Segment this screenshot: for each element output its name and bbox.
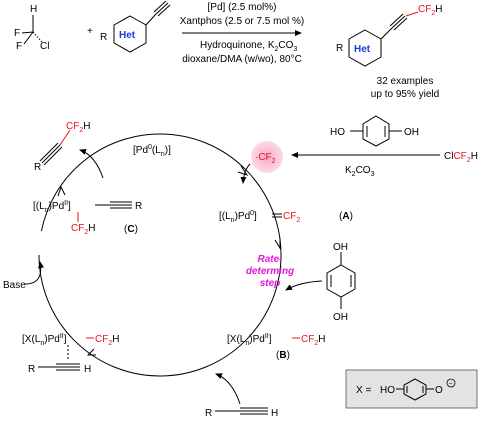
clcf2h-reagent: H F F Cl [14,4,49,52]
product-cf2h: CF2H [418,4,442,17]
intermediate-pi-complex: [X(Ln)PdII] [22,333,67,347]
pi-complex-h: H [84,364,91,375]
k2co3-base: K2CO3 [345,165,375,178]
intermediate-a: [(Ln)Pd0] [219,210,257,224]
alkyne-entry-arrow [215,373,241,405]
additive-condition: Hydroquinone, K2CO3 [200,40,297,53]
intermediate-c-label: (C) [124,224,138,235]
product-het-label: Het [354,44,371,55]
intermediate-b-label: (B) [276,350,290,361]
pi-complex-cf2h: CF2H [95,334,119,347]
radical-glow [251,141,283,173]
intermediate-c-r: R [135,201,142,212]
r-substituent-label: R [100,32,107,43]
base-arrow [24,261,45,285]
plus-sign: + [87,26,93,37]
intermediate-c-cf2h: CF2H [71,223,95,236]
incoming-alkyne: R H [205,407,278,419]
cycle-product-r: R [34,162,41,173]
reagent-f2: F [16,41,22,52]
het-arene-alkyne: R Het [100,0,171,53]
intermediate-c: [(Ln)PdII] [33,200,71,214]
x-equals-label: X = [356,385,371,396]
reagent-f1: F [14,28,20,39]
carbene-arrow [240,163,251,184]
intermediate-b: [X(Ln)PdII] [227,333,272,347]
solvent-condition: dioxane/DMA (w/wo), 80°C [182,54,302,65]
hydroquinone-oh-left: HO [330,127,345,138]
cycle-ring [38,133,282,377]
product-release-arrow [79,149,104,179]
phenoxide-ho: HO [380,385,395,396]
ligand-condition: Xantphos (2.5 or 7.5 mol %) [180,16,305,27]
phenoxide-o: O [435,385,443,396]
side-quinone-oh-top: OH [333,242,348,253]
pd0-catalyst: [Pd0(Ln)] [133,144,171,158]
cf2-radical: ·CF2 [255,152,276,165]
rate-label-1: Rate- [257,254,283,265]
hydroquinone-arrow [285,280,323,291]
cycle-product-cf2h: CF2H [66,121,90,134]
alkyne-r: R [205,408,212,419]
rate-label-2: determing [246,266,294,277]
het-label: Het [119,30,136,41]
hydroquinone-side: OH OH [326,242,356,323]
cycle-product: R CF2H [34,121,90,173]
yield-summary: up to 95% yield [371,89,439,100]
product-r-label: R [336,43,343,54]
phenoxide-charge: − [449,381,453,388]
rate-label-3: step [260,278,281,289]
alkyne-h: H [271,408,278,419]
x-definition-box: X = HO O − [345,369,478,409]
pi-complex-r: R [28,364,35,375]
clcf2h-source: ClCF2H [444,151,478,164]
reagent-h: H [30,4,37,15]
pi-complex-alkyne: R H [28,363,91,375]
intermediate-a-label: (A) [339,211,353,222]
base-label: Base [3,280,26,291]
intermediate-a-cf2: CF2 [283,211,300,224]
side-quinone-oh-bottom: OH [333,312,348,323]
product-structure: CF2H R Het [336,4,442,67]
intermediate-b-cf2h: CF2H [301,334,325,347]
hydroquinone-oh-right: OH [404,127,419,138]
reagent-cl: Cl [40,41,49,52]
hydroquinone-top: HO OH [330,115,419,147]
examples-count: 32 examples [377,76,434,87]
catalyst-condition: [Pd] (2.5 mol%) [208,2,277,13]
